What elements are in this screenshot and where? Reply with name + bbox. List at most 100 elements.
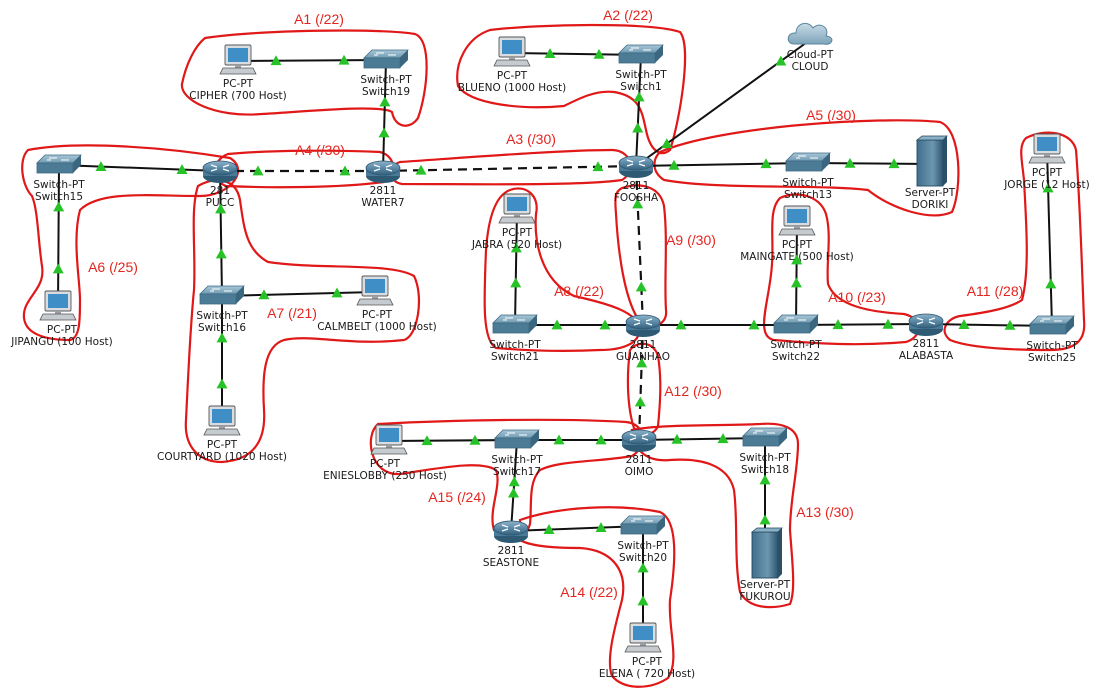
device-name-label: WATER7 (361, 197, 404, 209)
link-guanhao-switch22 (643, 319, 796, 330)
switch-icon (494, 429, 540, 449)
link-status-triangle (632, 198, 644, 209)
switch-icon (492, 314, 538, 334)
device-name-label: BLUENO (1000 Host) (458, 82, 566, 94)
link-jipangu-switch15 (52, 164, 65, 308)
link-status-triangle (215, 248, 227, 259)
device-model-label: Switch-PT (489, 339, 541, 351)
device-name-label: Switch18 (741, 464, 789, 476)
link-status-triangle (748, 319, 760, 330)
pc-icon (498, 193, 536, 224)
device-name-label: Switch19 (362, 86, 410, 98)
link-foosha-switch13 (635, 158, 809, 170)
switch-icon (36, 154, 82, 174)
link-status-triangle (790, 277, 802, 288)
link-status-triangle (832, 319, 844, 330)
link-status-triangle (775, 55, 787, 66)
link-status-triangle (415, 164, 427, 175)
switch-icon (620, 515, 666, 535)
pc-icon (370, 424, 408, 455)
area-label-a1: A1 (/22) (294, 11, 344, 27)
link-status-triangle (882, 318, 894, 329)
device-name-label: CLOUD (792, 61, 829, 73)
area-label-a7: A7 (/21) (267, 305, 317, 321)
router-icon (618, 155, 654, 178)
links (52, 39, 1057, 639)
device-model-label: PC-PT (47, 324, 78, 336)
link-status-triangle (958, 319, 970, 330)
area-labels: A1 (/22)A2 (/22)A3 (/30)A4 (/30)A5 (/30)… (88, 7, 1023, 600)
link-status-triangle (469, 434, 481, 445)
area-label-a5: A5 (/30) (806, 107, 856, 123)
device-model-label: PC-PT (223, 78, 254, 90)
device-model-label: Switch-PT (196, 310, 248, 322)
device-model-label: 2811 (623, 180, 650, 192)
link-pucc-switch16 (215, 170, 227, 297)
area-label-a2: A2 (/22) (603, 7, 653, 23)
link-pucc-water7 (220, 165, 383, 176)
link-status-triangle (661, 138, 673, 149)
link-status-triangle (508, 487, 520, 498)
link-status-triangle (595, 522, 607, 532)
devices: 281PUCC2811WATER72811FOOSHA2811GUANHAO28… (10, 22, 1090, 680)
area-label-a14: A14 (/22) (560, 584, 618, 600)
link-status-triangle (216, 378, 228, 389)
pc-icon (778, 205, 816, 236)
link-status-triangle (215, 203, 227, 214)
link-status-triangle (671, 433, 683, 444)
switch-icon (618, 44, 664, 64)
link-status-triangle (95, 161, 107, 171)
device-model-label: Cloud-PT (787, 49, 834, 61)
area-label-a12: A12 (/30) (664, 383, 722, 399)
link-switch1-foosha (632, 54, 645, 167)
link-status-triangle (176, 164, 188, 174)
link-switch16-calmbelt (221, 287, 376, 300)
device-model-label: Switch-PT (360, 74, 412, 86)
subnet-outline-a3 (390, 148, 632, 186)
device-name-label: Switch16 (198, 322, 246, 334)
link-switch17-seastone (508, 439, 520, 532)
pc-icon (203, 405, 241, 436)
device-model-label: Switch-PT (33, 179, 85, 191)
device-model-label: Switch-PT (1026, 340, 1078, 352)
link-status-triangle (592, 161, 604, 172)
link-status-triangle (52, 263, 64, 274)
device-model-label: Switch-PT (615, 69, 667, 81)
link-status-triangle (635, 281, 647, 292)
link-guanhao-oimo (634, 324, 648, 441)
link-status-triangle (1045, 278, 1057, 289)
device-model-label: PC-PT (502, 227, 533, 239)
